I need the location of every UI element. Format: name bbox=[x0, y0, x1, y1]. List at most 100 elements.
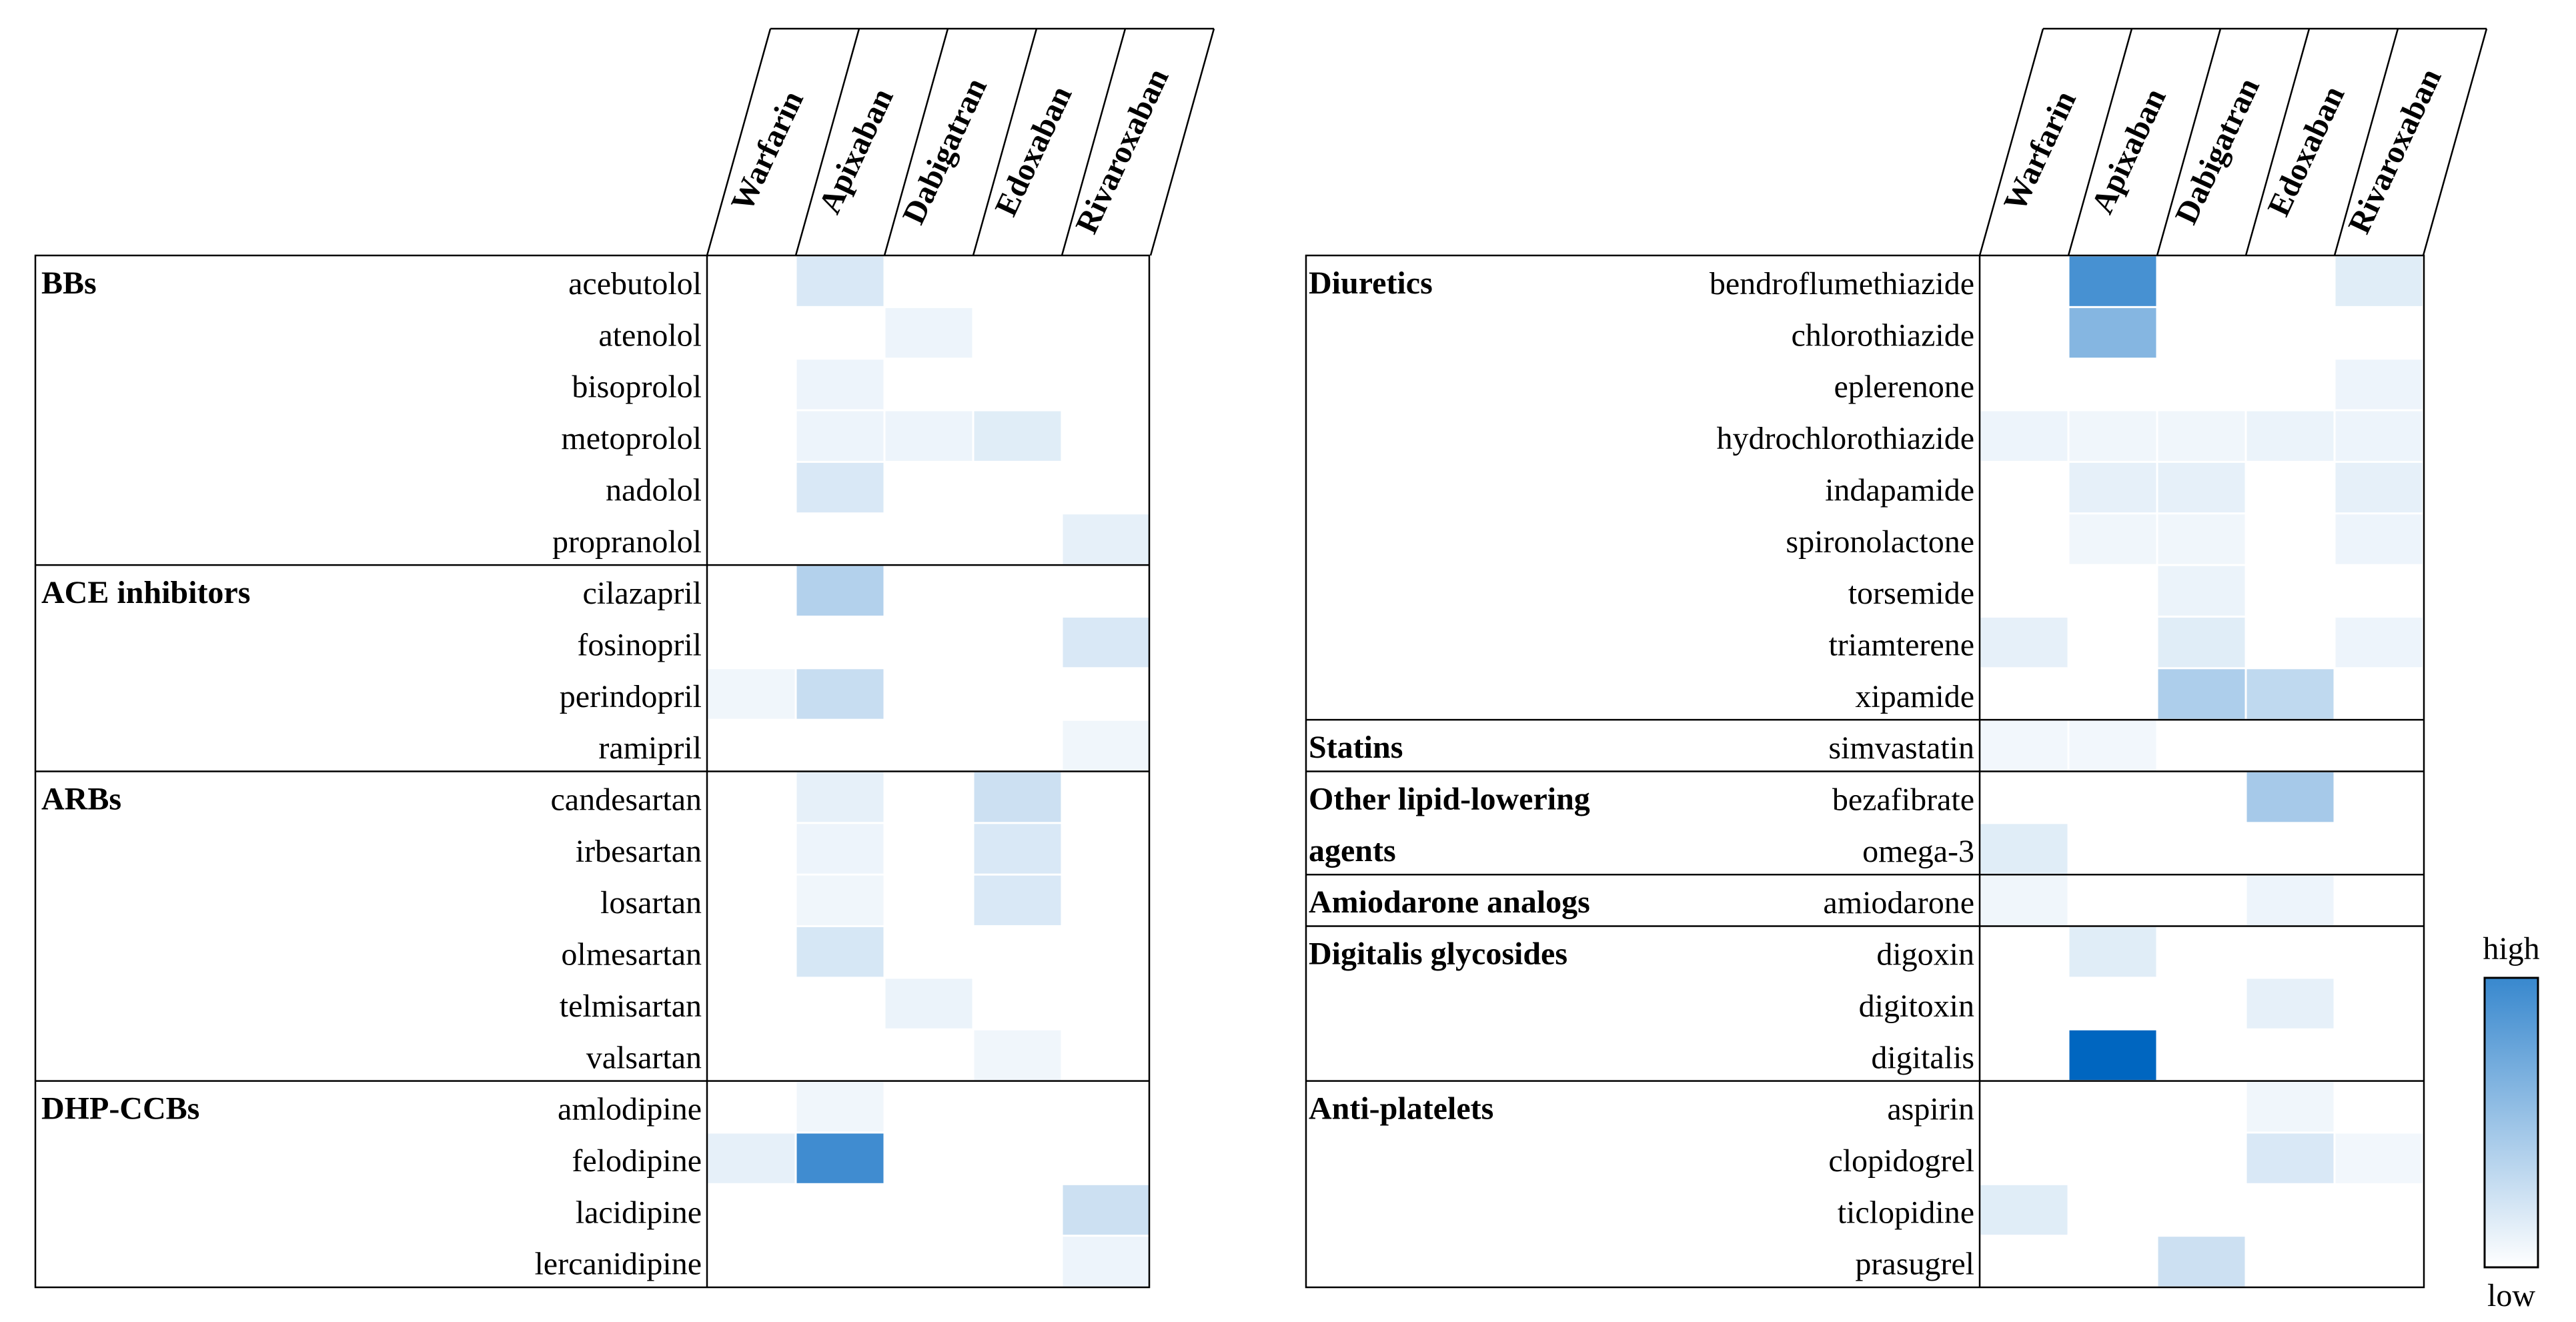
group-label-arbs: ARBs bbox=[41, 782, 121, 817]
heatmap-cell bbox=[796, 1082, 884, 1132]
column-header-divider bbox=[2422, 28, 2488, 256]
heatmap-cell bbox=[2246, 772, 2334, 822]
column-header-divider bbox=[883, 28, 949, 256]
heatmap-cell bbox=[974, 1030, 1061, 1081]
heatmap-cell bbox=[1980, 875, 2068, 926]
row-label-chlorothiazide: chlorothiazide bbox=[1791, 317, 1974, 353]
heatmap-cell bbox=[1063, 617, 1150, 668]
row-label-metoprolol: metoprolol bbox=[561, 421, 702, 456]
column-header-divider bbox=[2156, 28, 2222, 256]
column-header-divider bbox=[1061, 28, 1127, 256]
heatmap-cell bbox=[2335, 360, 2423, 410]
row-label-prasugrel: prasugrel bbox=[1855, 1247, 1974, 1282]
column-header-divider bbox=[794, 28, 860, 256]
heatmap-cell bbox=[1063, 514, 1150, 564]
row-label-digoxin: digoxin bbox=[1876, 937, 1974, 972]
heatmap-cell bbox=[885, 307, 973, 358]
row-label-digitoxin: digitoxin bbox=[1859, 988, 1974, 1024]
heatmap-cell bbox=[796, 566, 884, 616]
heatmap-cell bbox=[974, 824, 1061, 874]
row-label-ticlopidine: ticlopidine bbox=[1838, 1195, 1974, 1230]
heatmap-cell bbox=[974, 772, 1061, 822]
row-label-nadolol: nadolol bbox=[606, 472, 702, 508]
row-label-telmisartan: telmisartan bbox=[560, 988, 702, 1024]
row-label-bisoprolol: bisoprolol bbox=[572, 370, 702, 405]
heatmap-cell bbox=[2069, 411, 2156, 461]
row-label-hydrochlorothiazide: hydrochlorothiazide bbox=[1716, 421, 1974, 456]
heatmap-cell bbox=[2069, 462, 2156, 513]
row-label-losartan: losartan bbox=[600, 885, 702, 920]
row-label-candesartan: candesartan bbox=[550, 782, 702, 818]
row-label-perindopril: perindopril bbox=[560, 679, 702, 714]
color-legend: high low bbox=[2483, 931, 2539, 1313]
column-header-rivaroxaban: Rivaroxaban bbox=[1069, 63, 1175, 239]
heatmap-cell bbox=[2158, 514, 2245, 564]
heatmap-cell bbox=[2246, 875, 2334, 926]
group-label-diuretics: Diuretics bbox=[1309, 265, 1433, 301]
row-label-acebutolol: acebutolol bbox=[568, 266, 702, 301]
heatmap-cell bbox=[1063, 720, 1150, 770]
column-header-rivaroxaban: Rivaroxaban bbox=[2341, 63, 2448, 239]
row-label-irbesartan: irbesartan bbox=[576, 834, 702, 869]
row-label-aspirin: aspirin bbox=[1887, 1092, 1974, 1127]
heatmap-cell bbox=[2158, 669, 2245, 719]
heatmap-cell bbox=[2158, 411, 2245, 461]
group-label-dhp-ccbs: DHP-CCBs bbox=[41, 1091, 199, 1127]
row-label-omega-3: omega-3 bbox=[1862, 834, 1974, 869]
column-header-divider bbox=[2244, 28, 2311, 256]
column-header-divider bbox=[2333, 28, 2399, 256]
heatmap-cell bbox=[708, 1133, 795, 1183]
heatmap-cell bbox=[796, 875, 884, 926]
column-header-divider bbox=[972, 28, 1038, 256]
row-label-simvastatin: simvastatin bbox=[1828, 730, 1974, 766]
heatmap-cell bbox=[1980, 617, 2068, 668]
row-label-clopidogrel: clopidogrel bbox=[1828, 1143, 1974, 1179]
group-label-other-lipid-lowering-agents: Other lipid-lowering bbox=[1309, 782, 1590, 817]
heatmap-cell bbox=[974, 875, 1061, 926]
heatmap-cell bbox=[2158, 462, 2245, 513]
column-header-dabigatran: Dabigatran bbox=[2168, 73, 2267, 229]
row-label-amlodipine: amlodipine bbox=[558, 1092, 702, 1127]
heatmap-cell bbox=[1980, 720, 2068, 770]
row-label-propranolol: propranolol bbox=[552, 524, 702, 560]
heatmap-cell bbox=[796, 411, 884, 461]
legend-gradient-bar bbox=[2483, 976, 2539, 1269]
heatmap-cell bbox=[2246, 411, 2334, 461]
column-header-divider bbox=[1978, 28, 2044, 256]
row-label-atenolol: atenolol bbox=[598, 317, 702, 353]
column-header-divider bbox=[2067, 28, 2133, 256]
heatmap-cell bbox=[796, 1133, 884, 1183]
row-label-ramipril: ramipril bbox=[598, 730, 702, 766]
column-header-divider bbox=[706, 28, 772, 256]
row-label-eplerenone: eplerenone bbox=[1834, 370, 1974, 405]
heatmap-cell bbox=[2335, 411, 2423, 461]
heatmap-cell bbox=[2335, 1133, 2423, 1183]
heatmap-cell bbox=[796, 360, 884, 410]
group-label-other-lipid-lowering-agents: agents bbox=[1309, 833, 1396, 868]
row-label-torsemide: torsemide bbox=[1848, 576, 1974, 611]
heatmap-cell bbox=[1063, 1185, 1150, 1235]
heatmap-cell bbox=[1980, 411, 2068, 461]
group-label-amiodarone-analogs: Amiodarone analogs bbox=[1309, 884, 1590, 920]
heatmap-cell bbox=[2069, 720, 2156, 770]
heatmap-cell bbox=[1980, 1185, 2068, 1235]
heatmap-cell bbox=[2246, 1133, 2334, 1183]
row-label-olmesartan: olmesartan bbox=[561, 937, 702, 972]
heatmap-cell bbox=[974, 411, 1061, 461]
group-label-statins: Statins bbox=[1309, 730, 1403, 765]
heatmap-cell bbox=[1063, 1237, 1150, 1287]
heatmap-cell bbox=[2335, 514, 2423, 564]
row-label-felodipine: felodipine bbox=[572, 1143, 702, 1179]
row-label-valsartan: valsartan bbox=[586, 1040, 702, 1075]
group-label-anti-platelets: Anti-platelets bbox=[1309, 1091, 1493, 1127]
heatmap-cell bbox=[2069, 1030, 2156, 1081]
row-label-triamterene: triamterene bbox=[1828, 627, 1974, 662]
row-label-amiodarone: amiodarone bbox=[1823, 885, 1974, 920]
row-label-xipamide: xipamide bbox=[1855, 679, 1974, 714]
row-label-indapamide: indapamide bbox=[1825, 472, 1974, 508]
column-header-warfarin: Warfarin bbox=[1997, 85, 2083, 216]
row-label-fosinopril: fosinopril bbox=[577, 627, 702, 662]
heatmap-cell bbox=[708, 669, 795, 719]
heatmap-cell bbox=[2246, 669, 2334, 719]
